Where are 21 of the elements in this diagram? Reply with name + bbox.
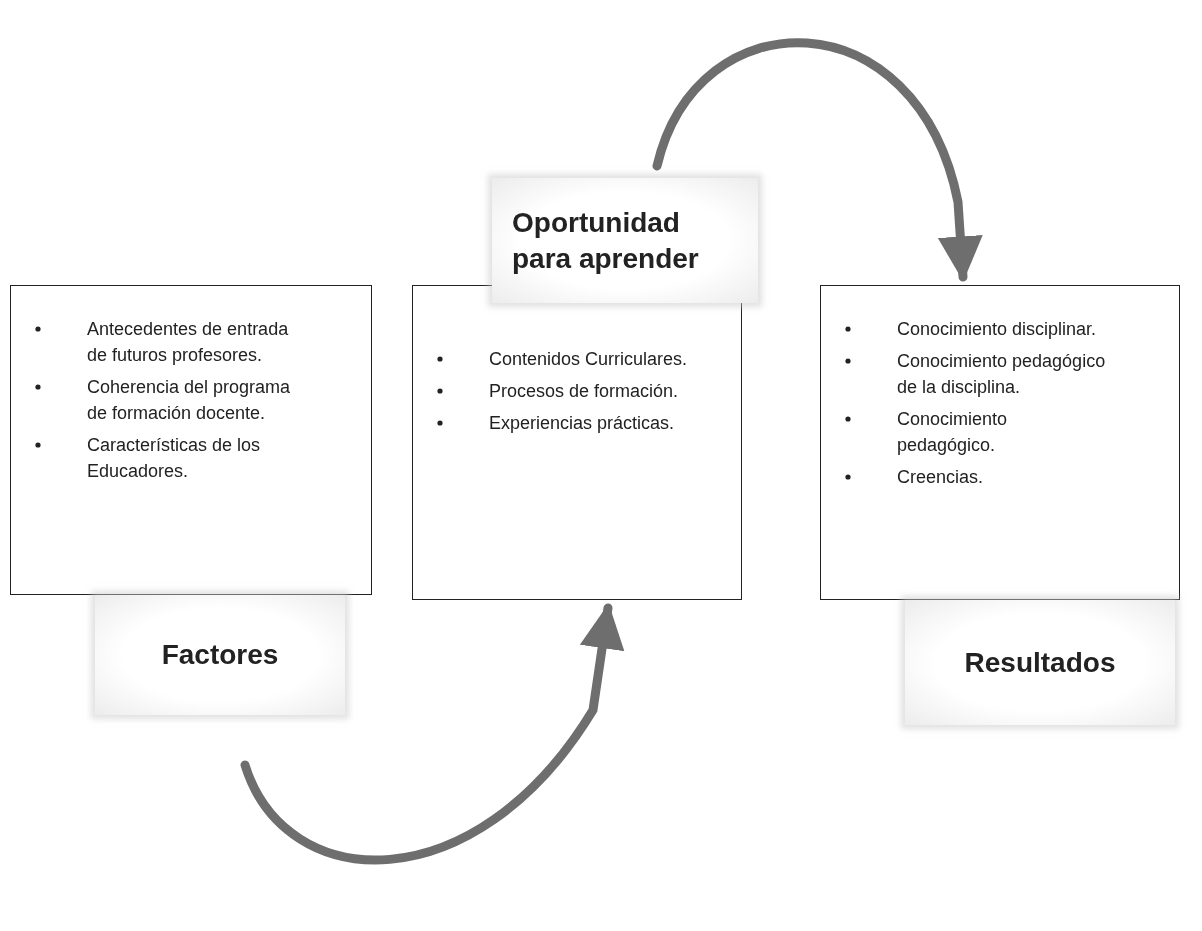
- bullet-item: Conocimiento pedagógico.: [897, 408, 1009, 457]
- bullet-item: Experiencias prácticas.: [489, 412, 676, 435]
- list-box: [412, 285, 742, 600]
- bullet-item: Conocimiento pedagógico de la disciplina.: [897, 350, 1107, 399]
- label-box: [492, 178, 758, 303]
- bullet-item: Coherencia del programa de formación docente.: [87, 376, 292, 425]
- label-text: Oportunidad para aprender: [512, 205, 700, 276]
- label-box: [95, 595, 345, 715]
- bullet-item: Creencias.: [897, 466, 985, 489]
- bullet-item: Antecedentes de entrada de futuros profesores.: [87, 318, 290, 367]
- label-text: Resultados: [964, 645, 1116, 680]
- label-text: Factores: [161, 638, 279, 672]
- bullet-item: Características de los Educadores.: [87, 434, 262, 483]
- bullet-item: Procesos de formación.: [489, 380, 680, 403]
- bullet-item: Contenidos Curriculares.: [489, 348, 689, 371]
- curved-arrow: [652, 38, 983, 282]
- list-box: [820, 285, 1180, 600]
- label-box: [905, 600, 1175, 725]
- curved-arrow: [240, 603, 625, 864]
- bullet-item: Conocimiento disciplinar.: [897, 318, 1098, 341]
- list-box: [10, 285, 372, 595]
